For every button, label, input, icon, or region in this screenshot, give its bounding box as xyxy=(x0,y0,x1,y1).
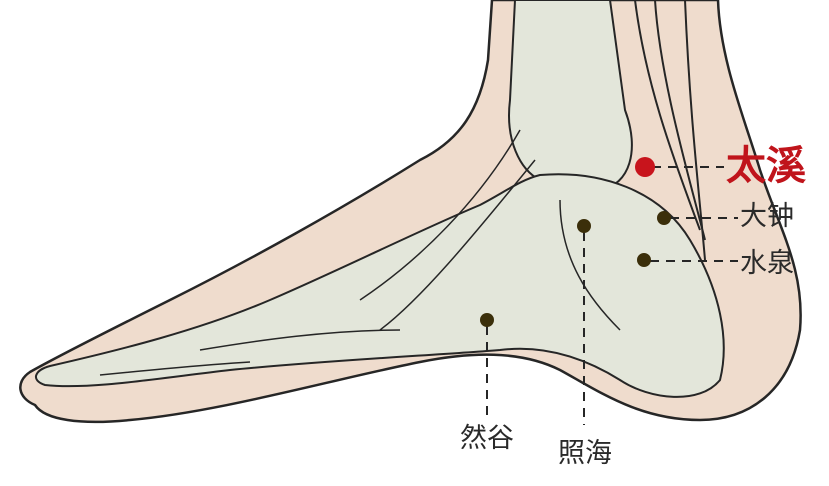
tibia-bone xyxy=(508,0,633,192)
rangu-label: 然谷 xyxy=(460,423,514,454)
tendons xyxy=(99,129,621,376)
zhaohai-label: 照海 xyxy=(558,438,612,469)
taixi-point[interactable] xyxy=(635,157,655,177)
dazhong-label: 大钟 xyxy=(740,201,794,232)
rangu-point[interactable] xyxy=(480,313,494,327)
dazhong-point[interactable] xyxy=(657,211,671,225)
taixi-label: 太溪 xyxy=(726,143,806,189)
guide-lines xyxy=(486,166,738,425)
shuiquan-point[interactable] xyxy=(637,253,651,267)
shuiquan-label: 水泉 xyxy=(740,248,794,279)
zhaohai-point[interactable] xyxy=(577,219,591,233)
achilles-tendon xyxy=(634,0,706,261)
